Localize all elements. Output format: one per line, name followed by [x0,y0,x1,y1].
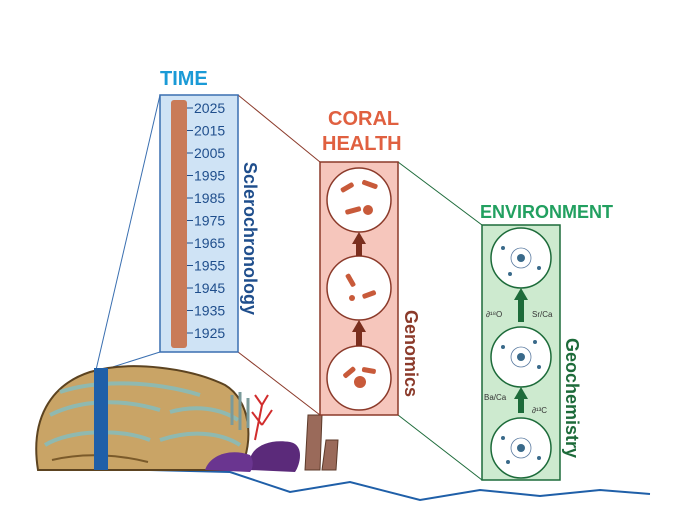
year-label-2025: 2025 [194,100,225,116]
environment-title: ENVIRONMENT [480,202,613,222]
srca-label: Sr/Ca [532,310,553,319]
time-title: TIME [160,68,208,90]
year-label-1925: 1925 [194,325,225,341]
year-label-1935: 1935 [194,303,225,319]
coral-health-title-line1: CORAL [328,108,399,130]
connector-lines [95,94,483,481]
coral-health-title-line2: HEALTH [322,133,402,155]
year-label-1955: 1955 [194,258,225,274]
genomics-label: Genomics [401,310,421,397]
year-label-1985: 1985 [194,190,225,206]
year-label-1995: 1995 [194,168,225,184]
time-panel: 2025 2015 2005 1995 1985 1975 1965 1955 1945 1935… [159,94,239,353]
year-label-1965: 1965 [194,235,225,251]
reef-plants [205,392,339,472]
baca-label: Ba/Ca [484,393,507,402]
year-label-1945: 1945 [194,280,225,296]
coral-health-panel [319,161,399,416]
coral-head-illustration [35,365,250,471]
year-label-1975: 1975 [194,213,225,229]
geochemistry-label: Geochemistry [562,338,582,458]
sclerochronology-label: Sclerochronology [240,162,260,315]
environment-panel [481,224,561,481]
year-label-2005: 2005 [194,145,225,161]
d18o-label: ∂¹⁸O [486,310,502,319]
year-label-2015: 2015 [194,123,225,139]
d13c-label: ∂¹³C [532,406,547,415]
